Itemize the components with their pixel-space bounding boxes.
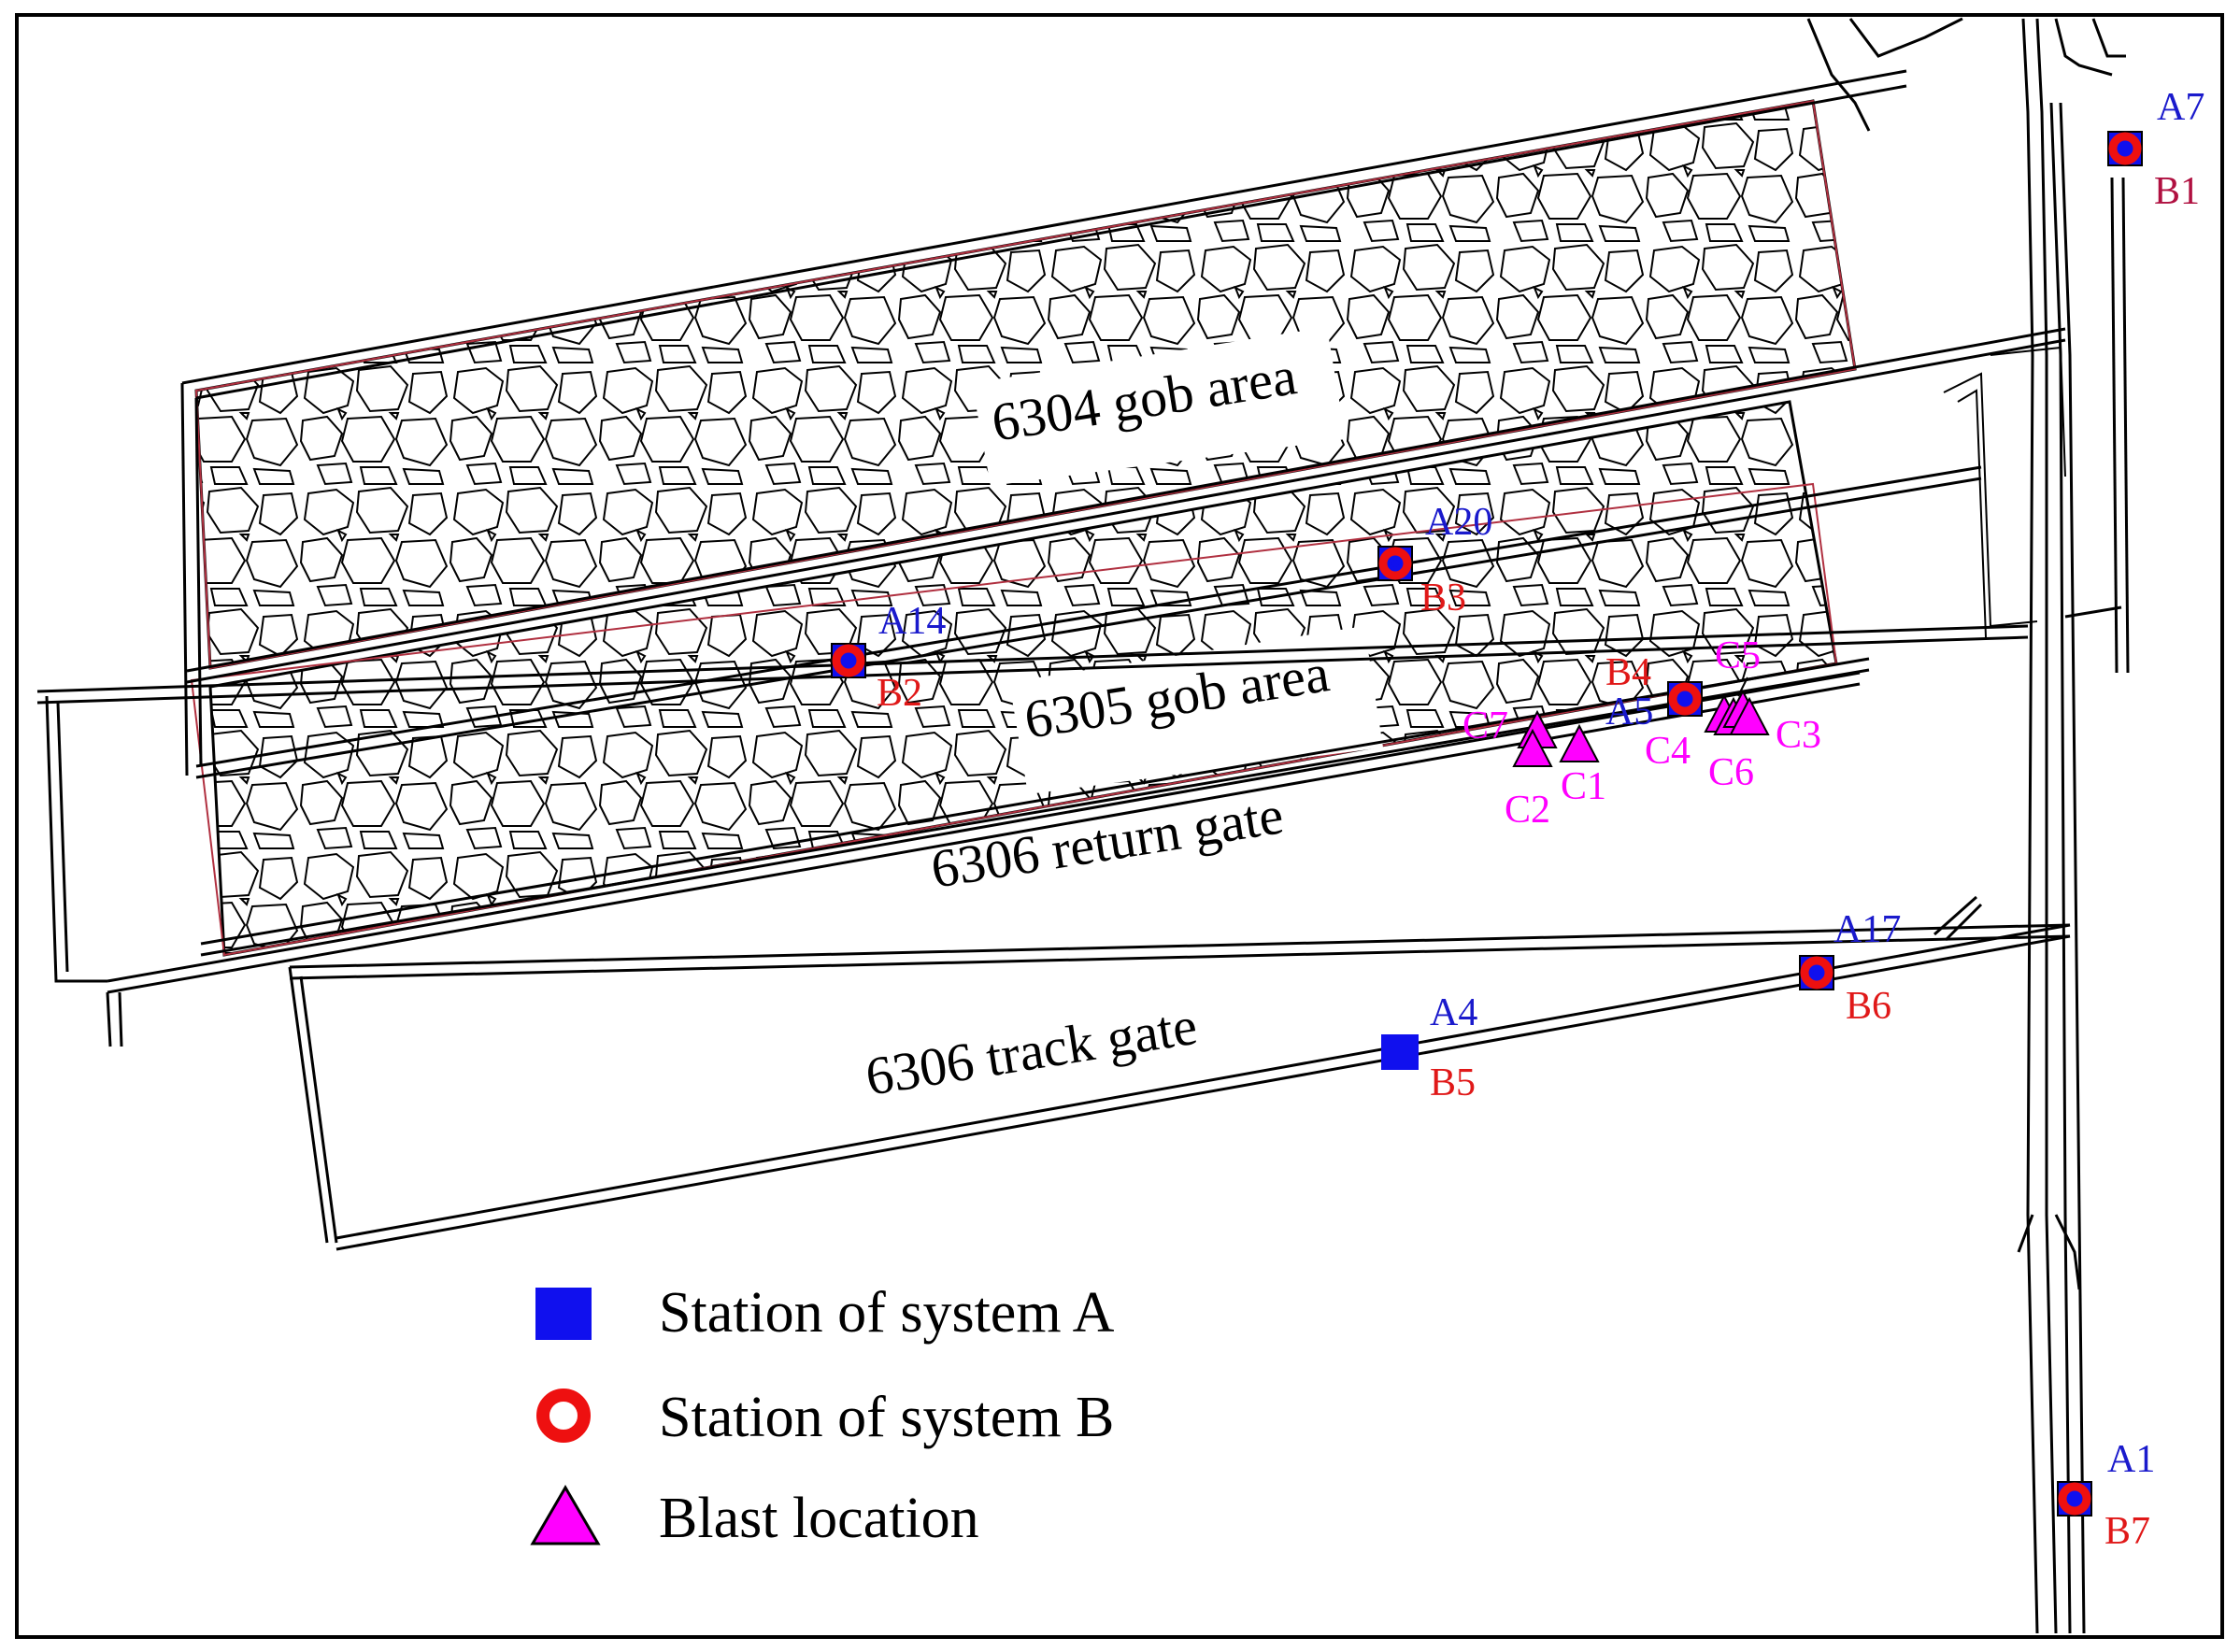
map-frame (15, 13, 2224, 1639)
blast-c2 (1512, 728, 1553, 767)
station-label-a4: A4 (1430, 991, 1477, 1034)
station-label-b2: B2 (877, 672, 922, 715)
blast-markers (1512, 689, 1770, 767)
legend: Station of system A Station of system B … (530, 1281, 1115, 1550)
station-a14-b2[interactable] (831, 643, 866, 678)
station-label-a20: A20 (1425, 501, 1492, 544)
blast-c3 (1729, 696, 1770, 735)
legend-station-b-label: Station of system B (659, 1386, 1114, 1449)
legend-station-a-label: Station of system A (659, 1281, 1115, 1345)
station-a4-b5[interactable] (1381, 1034, 1419, 1070)
station-a1-b7[interactable] (2057, 1481, 2092, 1517)
station-label-a7: A7 (2157, 86, 2204, 129)
station-a20-b3[interactable] (1377, 546, 1413, 581)
station-label-b1: B1 (2154, 170, 2200, 213)
station-a7-b1[interactable] (2107, 131, 2143, 166)
blast-label-c1: C1 (1561, 765, 1606, 808)
legend-blast-label: Blast location (659, 1487, 979, 1550)
station-label-b6: B6 (1846, 985, 1891, 1028)
blast-label-c4: C4 (1645, 730, 1691, 773)
blast-label-c7: C7 (1462, 705, 1508, 748)
station-label-a1: A1 (2107, 1438, 2155, 1481)
station-a17-b6[interactable] (1799, 955, 1834, 990)
blast-c1 (1559, 723, 1600, 762)
legend-station-b-icon (536, 1389, 591, 1443)
station-label-a14: A14 (878, 600, 946, 643)
station-label-b7: B7 (2104, 1510, 2150, 1553)
gob-outline (194, 99, 1857, 670)
blast-label-c6: C6 (1708, 751, 1754, 794)
roadways (36, 17, 2130, 1634)
station-a5-b4[interactable] (1667, 681, 1703, 717)
station-label-a17: A17 (1833, 908, 1901, 951)
blast-label-c3: C3 (1776, 714, 1821, 757)
station-label-a5: A5 (1605, 691, 1653, 733)
blast-label-c2: C2 (1505, 789, 1550, 832)
blast-leader-c5 (1737, 676, 1748, 697)
station-label-b3: B3 (1420, 577, 1466, 620)
station-label-b4: B4 (1605, 651, 1651, 694)
blast-label-c5: C5 (1715, 634, 1761, 677)
station-label-b5: B5 (1430, 1061, 1476, 1104)
label-patch-6304 (972, 327, 1346, 486)
legend-station-a-icon (535, 1288, 592, 1340)
legend-blast-icon (530, 1485, 601, 1545)
